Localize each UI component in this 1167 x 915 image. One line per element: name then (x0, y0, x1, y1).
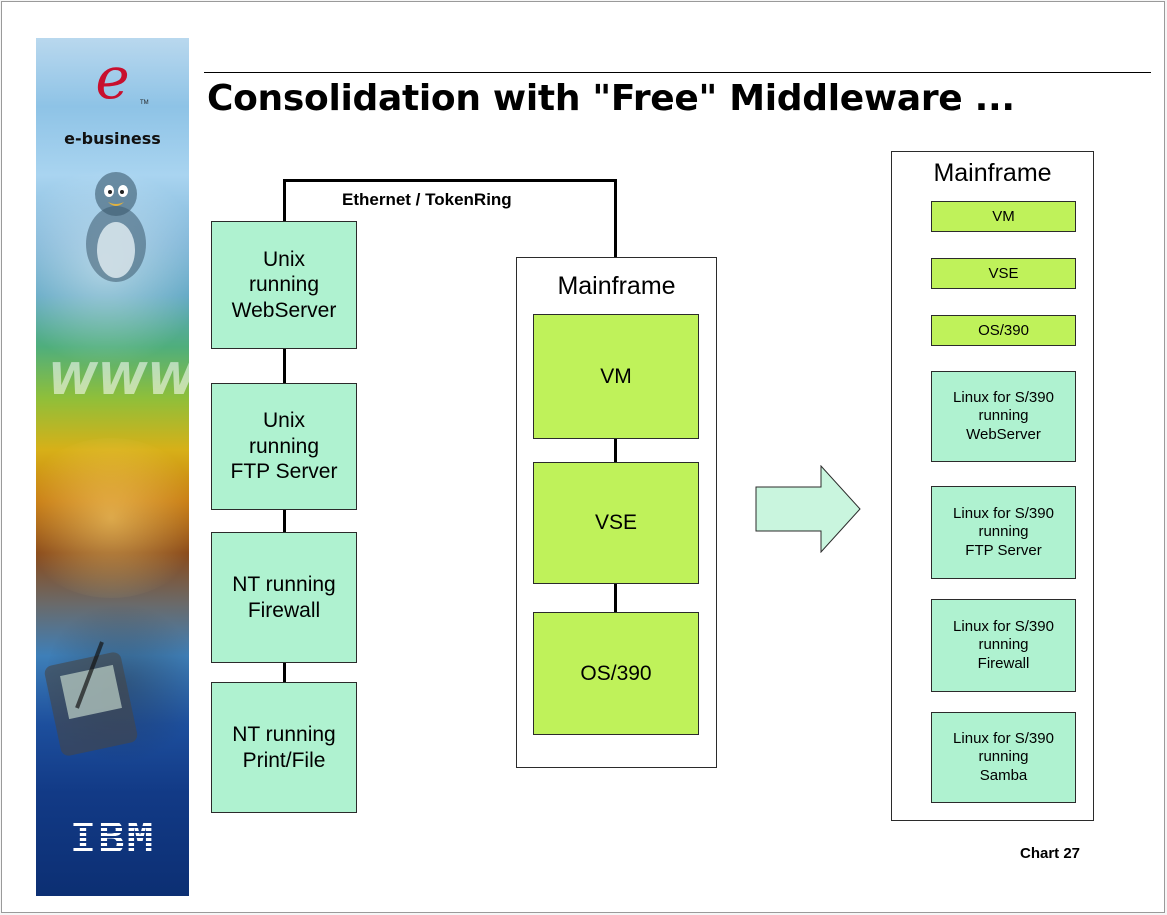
linux-guest-box: Linux for S/390 running FTP Server (931, 486, 1076, 579)
system-box: VSE (931, 258, 1076, 289)
system-label: VM (600, 364, 632, 388)
network-line-left (283, 179, 286, 222)
linux-guest-box: Linux for S/390 running Firewall (931, 599, 1076, 692)
server-box: NT running Print/File (211, 682, 357, 813)
slide-title: Consolidation with "Free" Middleware ... (207, 78, 1015, 119)
network-line-right (614, 179, 617, 258)
system-label: VSE (594, 511, 638, 534)
server-label: Unix running WebServer (231, 247, 337, 322)
system-link (614, 438, 617, 463)
system-label: OS/390 (580, 661, 652, 685)
system-box: VM (931, 201, 1076, 232)
system-box: VSE (533, 462, 699, 584)
system-label: OS/390 (978, 322, 1029, 339)
server-link (283, 662, 286, 683)
branding-strip: e TM e-business WWW. IBM (36, 38, 189, 896)
system-label: VM (992, 208, 1015, 225)
network-line-top (283, 179, 617, 182)
server-box: Unix running WebServer (211, 221, 357, 349)
server-box: Unix running FTP Server (211, 383, 357, 510)
linux-guest-label: Linux for S/390 running Firewall (953, 618, 1054, 672)
network-label: Ethernet / TokenRing (342, 190, 512, 209)
handheld-device-icon (44, 641, 138, 756)
server-label: Unix running FTP Server (230, 409, 338, 484)
e-business-label: e-business (64, 129, 161, 148)
ibm-logo-icon: IBM (36, 813, 189, 864)
e-business-logo-icon: e (95, 44, 130, 112)
system-box: VM (533, 314, 699, 439)
chart-number: Chart 27 (1020, 845, 1081, 862)
background-art-warm (36, 438, 189, 598)
title-rule (204, 72, 1151, 73)
linux-guest-box: Linux for S/390 running WebServer (931, 371, 1076, 462)
system-box: OS/390 (931, 315, 1076, 346)
right-arrow-icon (755, 465, 861, 553)
server-label: NT running Firewall (232, 572, 336, 622)
linux-guest-box: Linux for S/390 running Samba (931, 712, 1076, 803)
system-box: OS/390 (533, 612, 699, 735)
linux-guest-label: Linux for S/390 running WebServer (953, 389, 1054, 443)
penguin-icon (86, 172, 146, 282)
server-label: NT running Print/File (232, 722, 336, 772)
trademark-mark: TM (140, 100, 149, 106)
server-link (283, 509, 286, 533)
system-link (614, 583, 617, 613)
system-label: VSE (988, 265, 1019, 282)
server-link (283, 348, 286, 384)
linux-guest-label: Linux for S/390 running Samba (953, 730, 1054, 784)
server-box: NT running Firewall (211, 532, 357, 663)
www-watermark: WWW. (48, 354, 189, 405)
mainframe-before-title: Mainframe (557, 272, 676, 300)
linux-guest-label: Linux for S/390 running FTP Server (953, 505, 1054, 559)
mainframe-after-title: Mainframe (933, 159, 1052, 187)
